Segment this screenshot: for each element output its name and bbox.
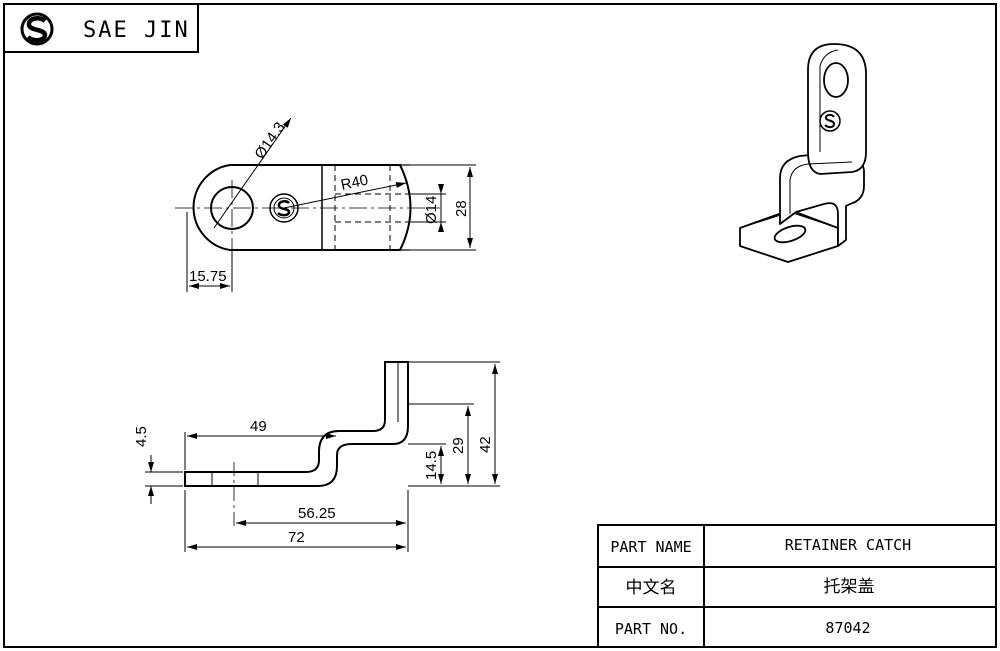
side-view bbox=[145, 361, 500, 552]
isometric-bracket-icon bbox=[739, 43, 867, 263]
dim-height: 28 bbox=[453, 200, 470, 217]
dim-total-length: 72 bbox=[288, 529, 305, 546]
dim-edge-offset: 15.75 bbox=[189, 268, 227, 285]
title-block-part-name-value: RETAINER CATCH bbox=[785, 536, 911, 554]
dim-radius: R40 bbox=[339, 172, 369, 194]
dim-slot-diameter: Ø14 bbox=[423, 196, 440, 224]
sheet-border bbox=[3, 3, 997, 648]
dim-mid-height: 29 bbox=[450, 437, 467, 454]
title-block-part-no-label: PART NO. bbox=[615, 620, 687, 638]
dim-flange-length: 49 bbox=[250, 418, 267, 435]
top-view bbox=[175, 117, 476, 292]
title-block-chinese-name-value: 托架盖 bbox=[824, 577, 875, 597]
dim-thickness: 4.5 bbox=[133, 426, 150, 447]
side-view-profile bbox=[184, 361, 409, 487]
brand-name: SAE JIN bbox=[83, 18, 190, 43]
title-block-chinese-name-label: 中文名 bbox=[626, 578, 677, 598]
top-view-outline bbox=[192, 164, 412, 251]
title-block-part-name-label: PART NAME bbox=[610, 538, 691, 556]
title-block-part-no-value: 87042 bbox=[825, 619, 870, 637]
dim-total-height: 42 bbox=[477, 436, 494, 453]
title-block bbox=[597, 524, 997, 648]
embossed-logo-icon bbox=[269, 193, 299, 223]
sae-jin-s-logo-icon bbox=[20, 12, 54, 46]
brand-box: SAE JIN bbox=[4, 4, 199, 53]
dim-hole-diameter: Ø14.3 bbox=[251, 119, 288, 162]
dim-step-height: 14.5 bbox=[423, 451, 440, 480]
dim-hole-to-end: 56.25 bbox=[298, 505, 336, 522]
